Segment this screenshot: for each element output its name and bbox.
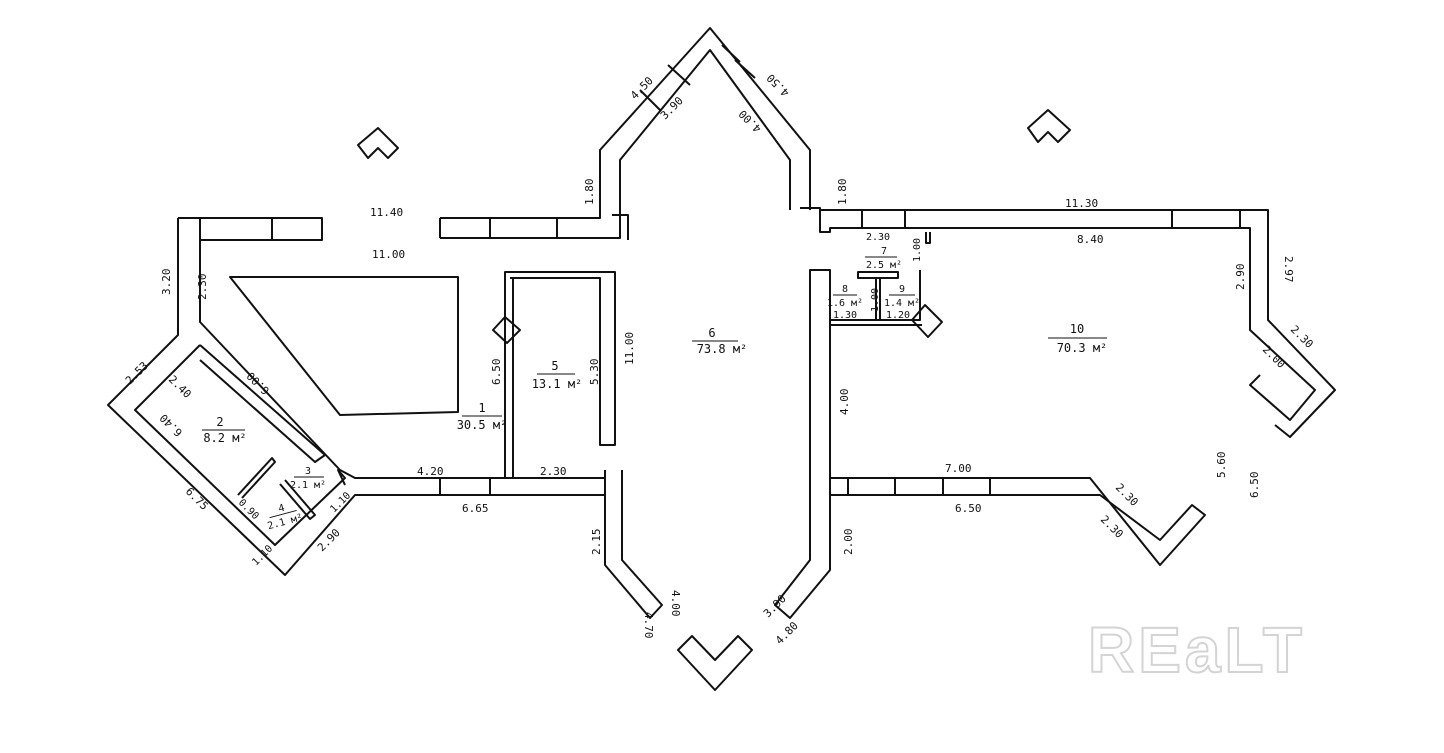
svg-text:5.60: 5.60 — [1215, 452, 1228, 479]
room-label-10: 10 70.3 м² — [1048, 322, 1107, 355]
svg-text:4.00: 4.00 — [736, 107, 764, 135]
svg-text:7: 7 — [881, 246, 887, 257]
svg-text:2.53: 2.53 — [123, 359, 151, 387]
svg-text:2.30: 2.30 — [196, 274, 209, 301]
svg-text:8.40: 8.40 — [1077, 233, 1104, 246]
room-label-5: 5 13.1 м² — [532, 359, 583, 391]
svg-text:4.50: 4.50 — [764, 71, 792, 99]
svg-text:3.90: 3.90 — [658, 94, 686, 122]
svg-text:1.00: 1.00 — [912, 238, 923, 262]
svg-text:6.50: 6.50 — [490, 359, 503, 386]
svg-text:7.00: 7.00 — [945, 462, 972, 475]
svg-text:70.3 м²: 70.3 м² — [1057, 341, 1108, 355]
svg-text:3.20: 3.20 — [160, 269, 173, 296]
corner-marker — [357, 127, 399, 159]
svg-text:11.00: 11.00 — [623, 332, 636, 365]
svg-text:4.00: 4.00 — [669, 590, 682, 617]
svg-text:3.90: 3.90 — [761, 592, 789, 620]
room-label-1: 1 30.5 м² — [457, 401, 508, 432]
svg-text:2: 2 — [216, 415, 223, 429]
svg-text:2.5 м²: 2.5 м² — [866, 260, 902, 271]
svg-text:4.20: 4.20 — [417, 465, 444, 478]
svg-text:2.90: 2.90 — [1234, 264, 1247, 291]
svg-text:1.30: 1.30 — [833, 310, 857, 321]
svg-text:4.50: 4.50 — [628, 74, 656, 102]
svg-text:10: 10 — [1070, 322, 1084, 336]
svg-text:6.65: 6.65 — [462, 502, 489, 515]
svg-text:6.50: 6.50 — [1248, 472, 1261, 499]
svg-text:2.30: 2.30 — [1113, 481, 1141, 509]
svg-text:11.30: 11.30 — [1065, 197, 1098, 210]
room-label-9: 9 1.4 м² — [884, 284, 920, 309]
svg-text:2.30: 2.30 — [540, 465, 567, 478]
svg-text:8.2 м²: 8.2 м² — [203, 431, 246, 445]
svg-text:2.15: 2.15 — [590, 529, 603, 556]
room-label-2: 2 8.2 м² — [202, 415, 247, 445]
svg-text:1.00: 1.00 — [870, 288, 881, 312]
svg-text:1.4 м²: 1.4 м² — [884, 298, 920, 309]
svg-text:1: 1 — [478, 401, 485, 415]
room-label-8: 8 1.6 м² — [827, 284, 863, 309]
corner-marker — [677, 635, 753, 691]
svg-text:6: 6 — [708, 326, 715, 340]
svg-text:73.8 м²: 73.8 м² — [697, 342, 748, 356]
svg-text:9: 9 — [899, 284, 905, 295]
svg-text:4.70: 4.70 — [642, 612, 655, 639]
svg-text:2.1 м²: 2.1 м² — [290, 480, 326, 491]
left-wing-walls — [107, 217, 605, 576]
room-label-7: 7 2.5 м² — [865, 246, 902, 271]
svg-text:2.97: 2.97 — [1282, 256, 1295, 283]
dimension-labels: 11.40 11.00 3.20 2.30 2.53 2.40 6.00 6.4… — [123, 71, 1316, 647]
svg-text:2.1 м²: 2.1 м² — [266, 512, 304, 532]
corner-marker — [1027, 109, 1071, 143]
svg-text:1.80: 1.80 — [583, 179, 596, 206]
svg-text:11.00: 11.00 — [372, 248, 405, 261]
svg-text:11.40: 11.40 — [370, 206, 403, 219]
svg-text:8: 8 — [842, 284, 848, 295]
svg-text:6.50: 6.50 — [955, 502, 982, 515]
svg-text:2.40: 2.40 — [166, 373, 194, 401]
central-walls — [439, 27, 831, 619]
svg-text:1.10: 1.10 — [250, 543, 275, 568]
svg-text:1.20: 1.20 — [886, 310, 910, 321]
svg-text:2.30: 2.30 — [1288, 323, 1316, 351]
svg-text:5.30: 5.30 — [588, 359, 601, 386]
svg-text:1.80: 1.80 — [836, 179, 849, 206]
svg-text:2.00: 2.00 — [842, 529, 855, 556]
realt-watermark: REaLT — [1088, 614, 1306, 686]
svg-text:4: 4 — [277, 503, 286, 515]
svg-text:4.00: 4.00 — [838, 389, 851, 416]
svg-text:5: 5 — [551, 359, 558, 373]
svg-text:1.6 м²: 1.6 м² — [827, 298, 863, 309]
right-wing-walls — [800, 207, 1336, 566]
room-label-6: 6 73.8 м² — [692, 326, 747, 356]
svg-text:2.00: 2.00 — [1260, 343, 1288, 371]
svg-text:4.80: 4.80 — [773, 619, 801, 647]
svg-text:13.1 м²: 13.1 м² — [532, 377, 583, 391]
svg-text:6.75: 6.75 — [183, 485, 211, 513]
svg-text:30.5 м²: 30.5 м² — [457, 418, 508, 432]
svg-text:2.30: 2.30 — [866, 232, 890, 243]
svg-text:2.90: 2.90 — [315, 526, 343, 554]
svg-text:3: 3 — [305, 466, 311, 477]
room-label-3: 3 2.1 м² — [290, 466, 326, 491]
